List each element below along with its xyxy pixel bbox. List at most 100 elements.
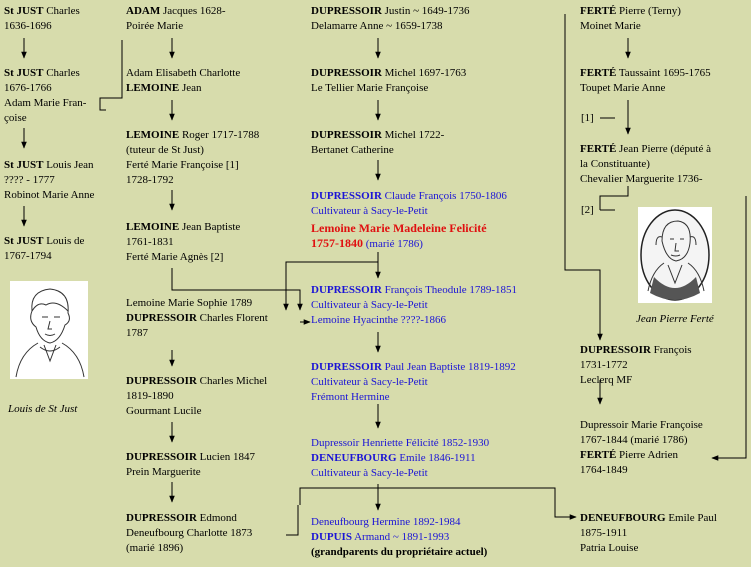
surname: DUPRESSOIR [311, 361, 382, 373]
surname: FERTÉ [580, 143, 617, 155]
surname: St JUST [4, 5, 44, 17]
spouse: Prein Marguerite [126, 466, 201, 478]
person-dupressoir-justin: DUPRESSOIR Justin ~ 1649-1736 Delamarre … [311, 4, 469, 34]
given-name: Charles [46, 67, 80, 79]
person-dupressoir-edmond: DUPRESSOIR Edmond Deneufbourg Charlotte … [126, 511, 252, 556]
given-name: François [653, 344, 692, 356]
spouse: Frémont Hermine [311, 391, 390, 403]
surname: DUPRESSOIR [126, 512, 197, 524]
surname: DUPRESSOIR [311, 67, 382, 79]
surname: FERTÉ [580, 5, 617, 17]
spouse: Adam Elisabeth Charlotte [126, 67, 241, 79]
dates: 1636-1696 [4, 20, 52, 32]
surname: DUPRESSOIR [311, 5, 382, 17]
surname: LEMOINE [126, 129, 180, 141]
surname: St JUST [4, 67, 44, 79]
spouse-dates: 1757-1840 [311, 236, 363, 250]
surname: FERTÉ [580, 67, 617, 79]
surname: DUPRESSOIR [126, 375, 197, 387]
note: (marié 1896) [126, 542, 184, 554]
given-name: Emile Paul [668, 512, 717, 524]
spouse-cont: çoise [4, 112, 27, 124]
person-deneufbourg-emile-paul: DENEUFBOURG Emile Paul 1875-1911 Patria … [580, 511, 717, 556]
dates: 1764-1849 [580, 464, 628, 476]
spouse: Poirée Marie [126, 20, 184, 32]
given-name: Charles Florent [199, 312, 268, 324]
spouse: Dupressoir Marie Françoise [580, 419, 703, 431]
surname: St JUST [4, 159, 44, 171]
arrow [299, 487, 577, 520]
spouse: Bertanet Catherine [311, 144, 394, 156]
person-deneufbourg-emile: Dupressoir Henriette Félicité 1852-1930 … [311, 436, 489, 481]
ref-link [599, 186, 629, 210]
person-st-just-charles-1676: St JUST Charles 1676-1766 Adam Marie Fra… [4, 66, 86, 126]
given-name: Pierre Adrien [619, 449, 678, 461]
person-ferte-pierre-adrien: Dupressoir Marie Françoise 1767-1844 (ma… [580, 418, 703, 478]
dates: 1761-1831 [126, 236, 174, 248]
given-name: Taussaint 1695-1765 [618, 67, 711, 79]
person-dupressoir-claude-francois: DUPRESSOIR Claude François 1750-1806 Cul… [311, 189, 507, 252]
spouse: Ferté Marie Françoise [1] [126, 159, 239, 171]
spouse: Robinot Marie Anne [4, 189, 95, 201]
surname: DUPRESSOIR [311, 190, 382, 202]
person-adam-jacques: ADAM Jacques 1628- Poirée Marie [126, 4, 226, 34]
given-name: Michel 1722- [384, 129, 445, 141]
person-dupressoir-michel-1697: DUPRESSOIR Michel 1697-1763 Le Tellier M… [311, 66, 466, 96]
given-name: Justin ~ 1649-1736 [384, 5, 470, 17]
note: (tuteur de St Just) [126, 144, 204, 156]
person-ferte-taussaint: FERTÉ Taussaint 1695-1765 Toupet Marie A… [580, 66, 711, 96]
person-dupressoir-lucien: DUPRESSOIR Lucien 1847 Prein Marguerite [126, 450, 255, 480]
dates: 1787 [126, 327, 148, 339]
given-name: Emile 1846-1911 [399, 452, 476, 464]
spouse: Moinet Marie [580, 20, 641, 32]
note: (grandparents du propriétaire actuel) [311, 546, 488, 558]
given-name: Jacques 1628- [162, 5, 226, 17]
given-name: Charles Michel [199, 375, 268, 387]
given-name: Jean Baptiste [181, 221, 241, 233]
given-name: Lucien 1847 [199, 451, 255, 463]
surname: DUPUIS [311, 531, 352, 543]
dates: 1728-1792 [126, 174, 174, 186]
person-ferte-jean-pierre: FERTÉ Jean Pierre (député à la Constitua… [580, 142, 711, 187]
spouse: Patria Louise [580, 542, 639, 554]
occupation: Cultivateur à Sacy-le-Petit [311, 205, 428, 217]
caption-jean-pierre-ferte: Jean Pierre Ferté [636, 313, 714, 325]
spouse: Deneufbourg Charlotte 1873 [126, 527, 253, 539]
given-name: Michel 1697-1763 [384, 67, 467, 79]
reference-2: [2] [581, 204, 594, 216]
person-dupressoir-charles-michel: DUPRESSOIR Charles Michel 1819-1890 Gour… [126, 374, 267, 419]
given-name: Pierre (Terny) [619, 5, 681, 17]
arrow [171, 268, 303, 311]
surname: DUPRESSOIR [311, 129, 382, 141]
surname: DENEUFBOURG [311, 452, 397, 464]
surname: St JUST [4, 235, 44, 247]
person-dupressoir-michel-1722: DUPRESSOIR Michel 1722- Bertanet Catheri… [311, 128, 444, 158]
given-name: Louis de [46, 235, 85, 247]
spouse-dates: 1767-1844 (marié 1786) [580, 434, 688, 446]
dates: 1676-1766 [4, 82, 52, 94]
person-st-just-louis-de: St JUST Louis de 1767-1794 [4, 234, 84, 264]
note: la Constituante) [580, 158, 650, 170]
person-dupuis-armand: Deneufbourg Hermine 1892-1984 DUPUIS Arm… [311, 515, 487, 560]
occupation: Cultivateur à Sacy-le-Petit [311, 467, 428, 479]
spouse: Le Tellier Marie Françoise [311, 82, 429, 94]
surname: DUPRESSOIR [580, 344, 651, 356]
person-lemoine-roger: LEMOINE Roger 1717-1788 (tuteur de St Ju… [126, 128, 259, 188]
given-name: Louis Jean [46, 159, 94, 171]
given-name: Edmond [199, 512, 237, 524]
dates: 1731-1772 [580, 359, 628, 371]
given-name: François Theodule 1789-1851 [384, 284, 518, 296]
given-name: Jean [181, 82, 202, 94]
person-st-just-charles-1636: St JUST Charles 1636-1696 [4, 4, 80, 34]
spouse: Toupet Marie Anne [580, 82, 666, 94]
spouse: Leclerq MF [580, 374, 633, 386]
surname: LEMOINE [126, 221, 180, 233]
given-name: Claude François 1750-1806 [384, 190, 507, 202]
spouse: Ferté Marie Agnès [2] [126, 251, 224, 263]
surname: DUPRESSOIR [126, 312, 197, 324]
spouse: Lemoine Hyacinthe ????-1866 [311, 314, 446, 326]
given-name: Armand ~ 1891-1993 [354, 531, 450, 543]
arrow [564, 14, 603, 341]
spouse: Dupressoir Henriette Félicité 1852-1930 [311, 437, 490, 449]
